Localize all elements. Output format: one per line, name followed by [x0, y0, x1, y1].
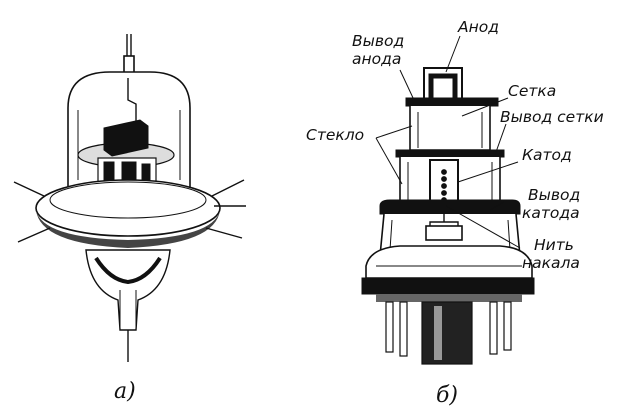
tube-a-drawing [13, 34, 246, 362]
leader-lines [375, 35, 521, 249]
label-anode: Анод [457, 18, 499, 36]
label-filament-line2: накала [522, 254, 580, 272]
label-grid: Сетка [508, 82, 556, 100]
label-anode-lead-line1: Вывод [352, 32, 404, 50]
caption-a: а) [114, 379, 136, 404]
label-cathode: Катод [522, 146, 572, 164]
label-cathode-lead-line2: катода [522, 204, 580, 222]
label-glass: Стекло [306, 126, 364, 144]
base-pins [385, 301, 512, 365]
label-anode-lead-line2: анода [352, 50, 401, 68]
label-cathode-lead-line1: Вывод [528, 186, 580, 204]
caption-b: б) [436, 383, 458, 408]
label-grid-lead: Вывод сетки [500, 108, 604, 126]
tube-b-drawing: Вывод анода Анод Сетка Вывод сетки Стекл… [306, 18, 604, 365]
label-filament-line1: Нить [534, 236, 574, 254]
